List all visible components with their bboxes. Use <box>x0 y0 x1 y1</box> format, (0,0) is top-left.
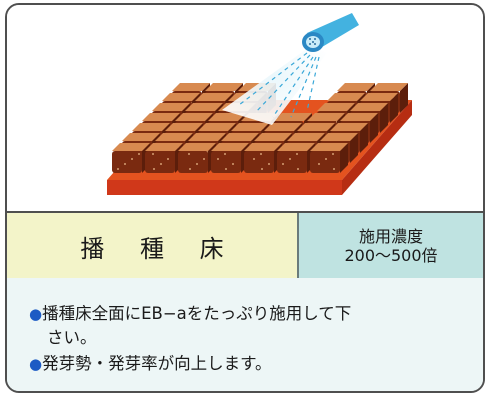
application-target-cell: 播 種 床 <box>7 213 299 279</box>
soil-block <box>145 143 183 173</box>
soil-block <box>112 143 150 173</box>
concentration-cell: 施用濃度 200〜500倍 <box>299 213 483 279</box>
soil-blocks <box>112 83 408 173</box>
bed-base-front <box>107 180 342 195</box>
info-card: 播 種 床 施用濃度 200〜500倍 ●播種床全面にEB−aをたっぷり施用して… <box>5 3 485 393</box>
soil-block <box>310 143 348 173</box>
seed-bed-illustration <box>7 5 483 211</box>
description-item-2-line-1: 発芽勢・発芽率が向上します。 <box>42 354 272 373</box>
description-panel: ●播種床全面にEB−aをたっぷり施用して下 さい。 ●発芽勢・発芽率が向上します… <box>7 278 483 391</box>
description-item-1-line-2: さい。 <box>47 328 97 347</box>
water-droplets <box>238 52 320 118</box>
bullet-icon: ● <box>29 305 43 323</box>
application-header-row: 播 種 床 施用濃度 200〜500倍 <box>7 211 483 280</box>
soil-block <box>211 143 249 173</box>
water-spray <box>222 45 327 125</box>
concentration-value: 200〜500倍 <box>344 246 438 265</box>
bed-base-side <box>342 100 412 195</box>
application-target-label: 播 種 床 <box>80 234 238 263</box>
description-item-1-continuation: さい。 <box>47 326 97 350</box>
soil-block <box>277 143 315 173</box>
bullet-icon: ● <box>29 355 43 373</box>
soil-block <box>244 143 282 173</box>
description-item-1-line-1: 播種床全面にEB−aをたっぷり施用して下 <box>42 304 352 323</box>
watering-can-icon <box>302 13 359 52</box>
seed-bed-svg <box>107 13 412 195</box>
soil-block <box>178 143 216 173</box>
description-item-2: ●発芽勢・発芽率が向上します。 <box>29 352 271 376</box>
concentration-title: 施用濃度 <box>358 227 423 246</box>
description-item-1: ●播種床全面にEB−aをたっぷり施用して下 <box>29 302 351 326</box>
